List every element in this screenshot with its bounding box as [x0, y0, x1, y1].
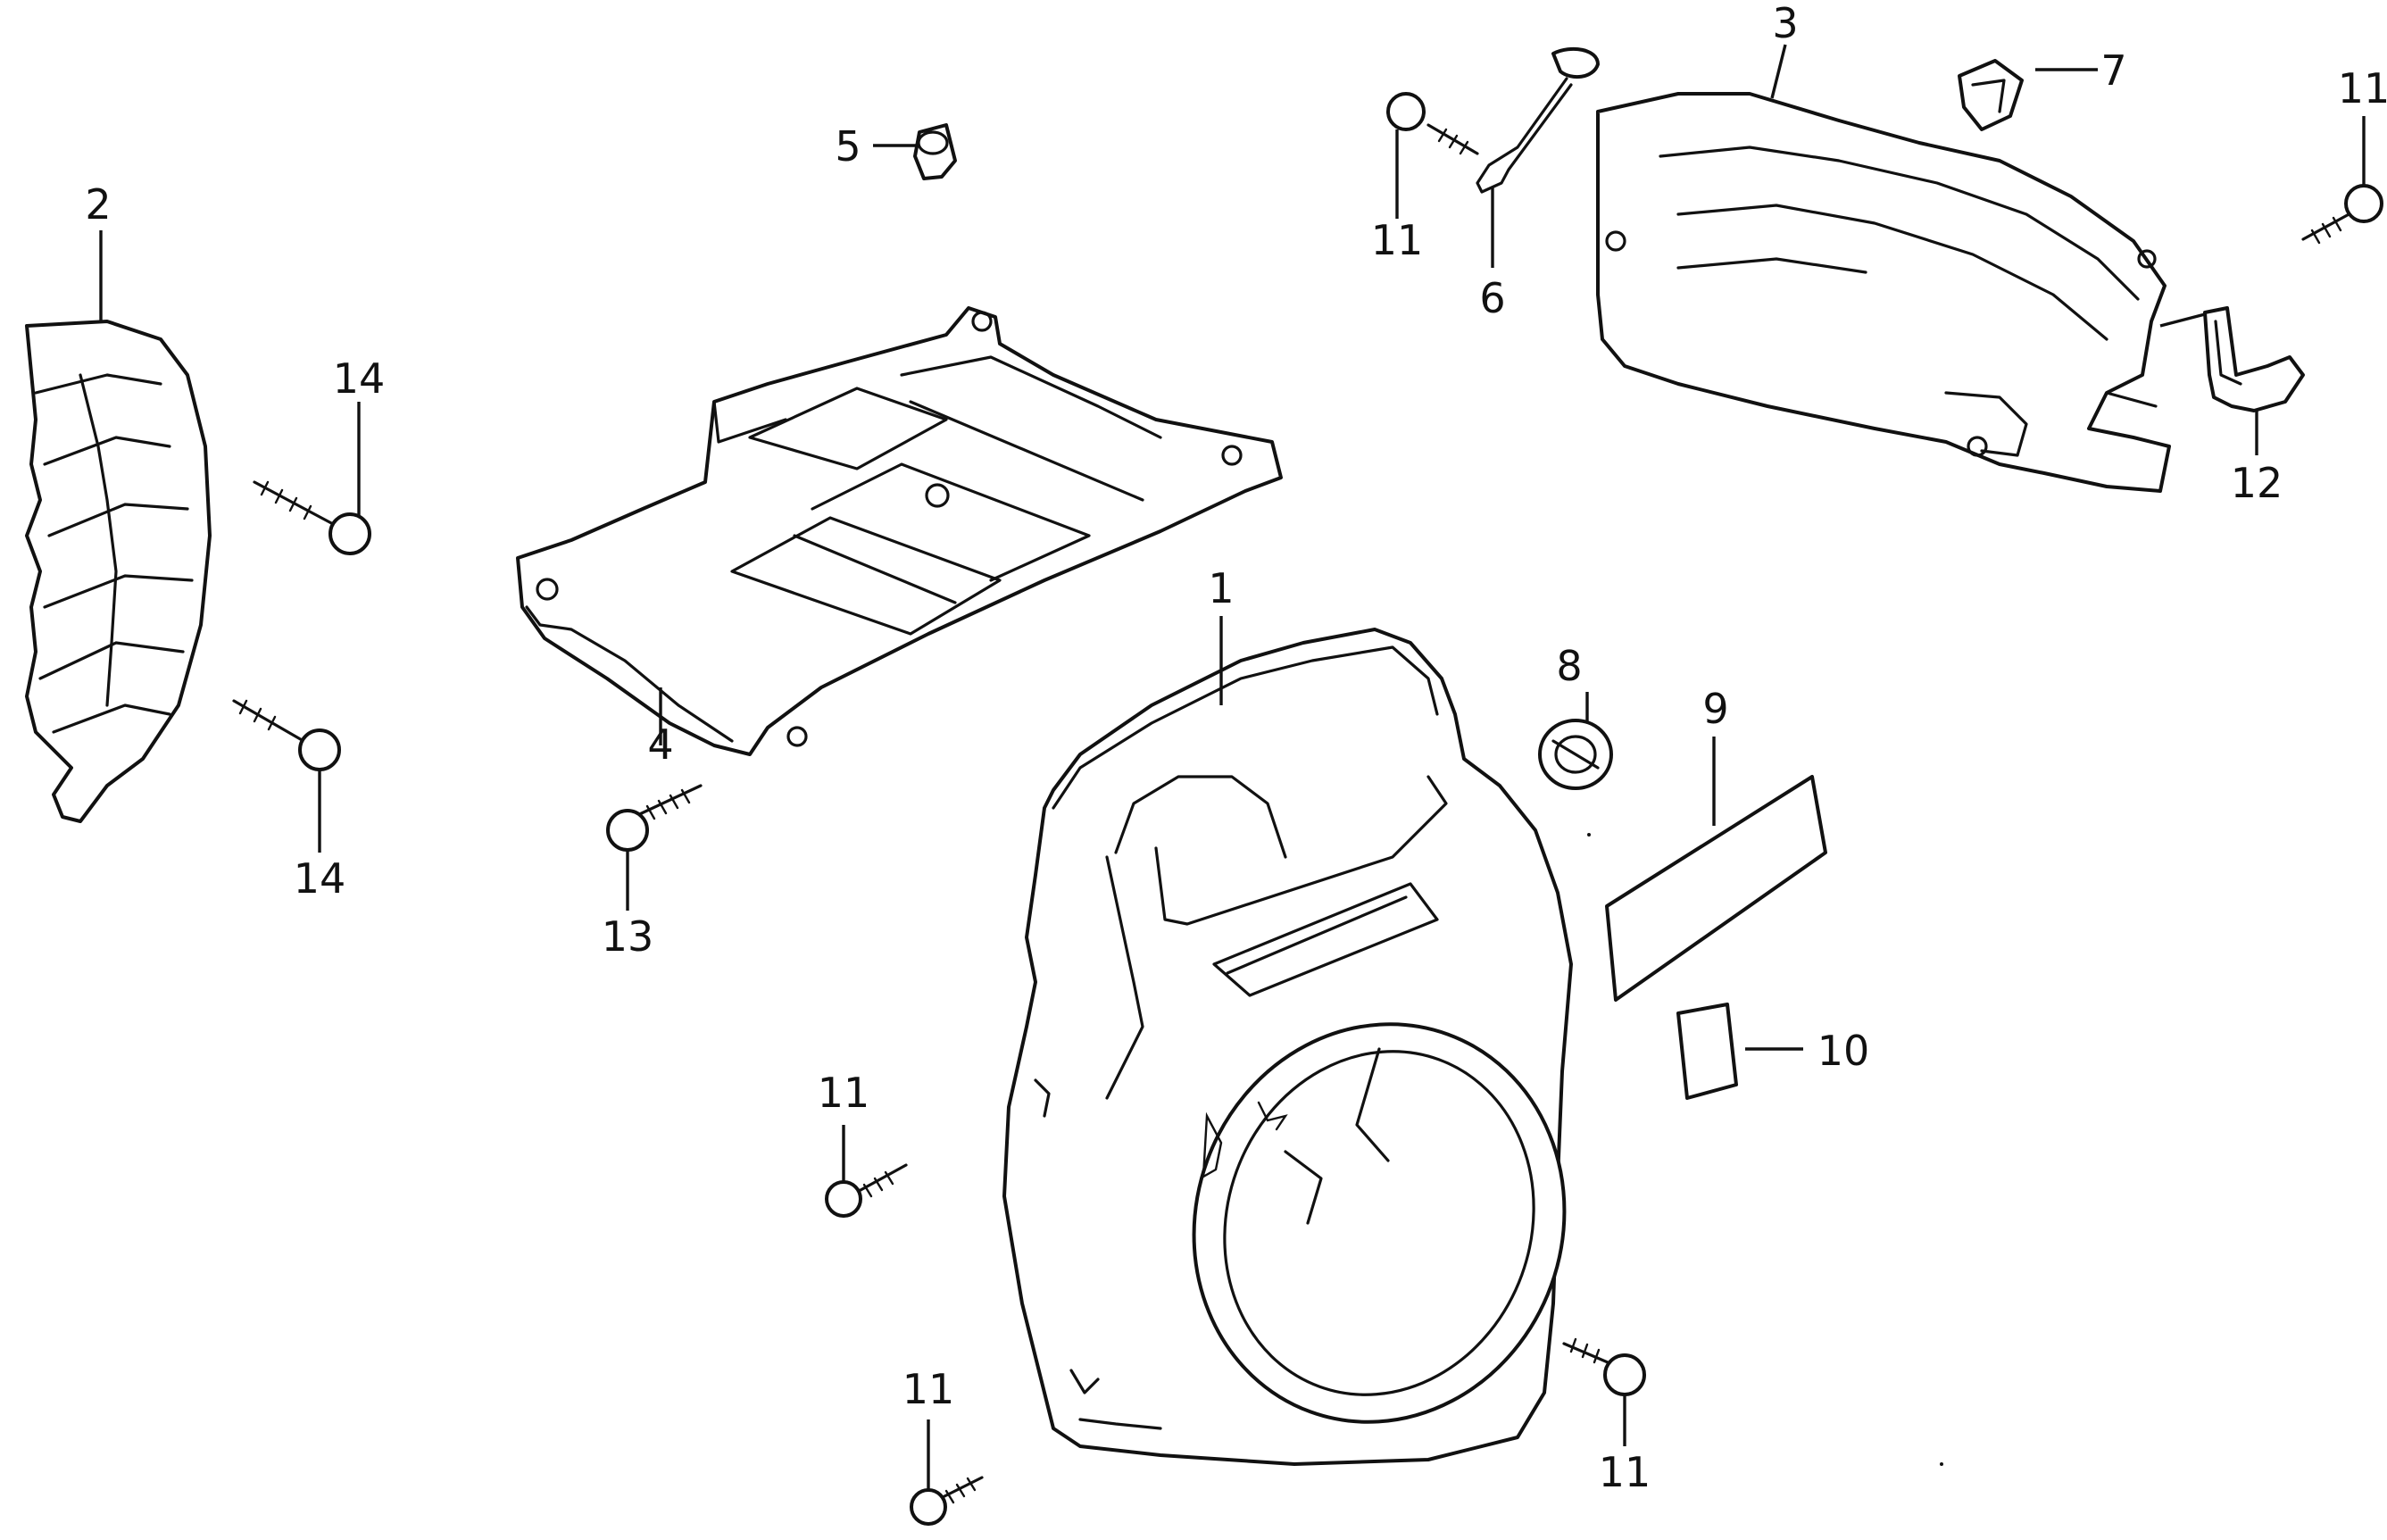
bolt-11-top-right — [2301, 184, 2383, 245]
callout-11-top-right: 11 — [2338, 64, 2387, 112]
bolt-11-top-left — [1386, 92, 1479, 155]
bolt-11-bottom-left — [910, 1476, 984, 1526]
leader-lines — [99, 44, 2366, 1489]
callout-11-bottom-right: 11 — [1599, 1448, 1651, 1496]
callout-7: 7 — [2100, 46, 2126, 95]
callout-8: 8 — [1556, 642, 1582, 690]
callout-11-top-left: 11 — [1371, 216, 1424, 264]
part-6-cable-clip — [1476, 46, 1600, 194]
bolt-11-mid-left — [825, 1163, 908, 1218]
callout-5: 5 — [835, 122, 861, 171]
part-3-upper-cover — [1596, 92, 2171, 493]
callout-1: 1 — [1208, 564, 1234, 612]
callout-11-bottom-left: 11 — [902, 1365, 955, 1413]
bolt-13 — [606, 784, 703, 852]
part-7-clip — [1958, 59, 2024, 131]
part-2-side-shroud — [25, 320, 212, 823]
part-9-label — [1605, 775, 1827, 1002]
callout-2: 2 — [85, 180, 111, 229]
callout-14-upper: 14 — [333, 354, 386, 403]
callout-14-lower: 14 — [294, 854, 346, 903]
part-1-fan-cover — [1002, 628, 1573, 1466]
callout-9: 9 — [1702, 685, 1728, 733]
callout-4: 4 — [647, 720, 673, 769]
callout-10: 10 — [1817, 1027, 1870, 1075]
part-5-nut — [913, 123, 957, 180]
scan-speck — [1587, 833, 1591, 837]
part-12-bracket — [2203, 306, 2305, 412]
part-8-grommet — [1538, 719, 1613, 790]
callout-6: 6 — [1479, 274, 1505, 322]
part-4-plate — [516, 306, 1283, 756]
bolt-14-lower — [232, 699, 341, 771]
bolt-11-bottom-right — [1562, 1337, 1646, 1396]
callout-12: 12 — [2231, 459, 2283, 507]
callout-3: 3 — [1772, 0, 1798, 47]
callout-11-mid-left: 11 — [818, 1069, 870, 1117]
callout-13: 13 — [602, 912, 654, 961]
scan-speck — [1940, 1462, 1943, 1466]
bolt-14-upper — [253, 480, 371, 555]
callout-labels: 1 2 3 4 5 6 7 8 9 10 11 11 11 11 11 12 1… — [85, 0, 2387, 1496]
part-10-label — [1676, 1003, 1738, 1100]
